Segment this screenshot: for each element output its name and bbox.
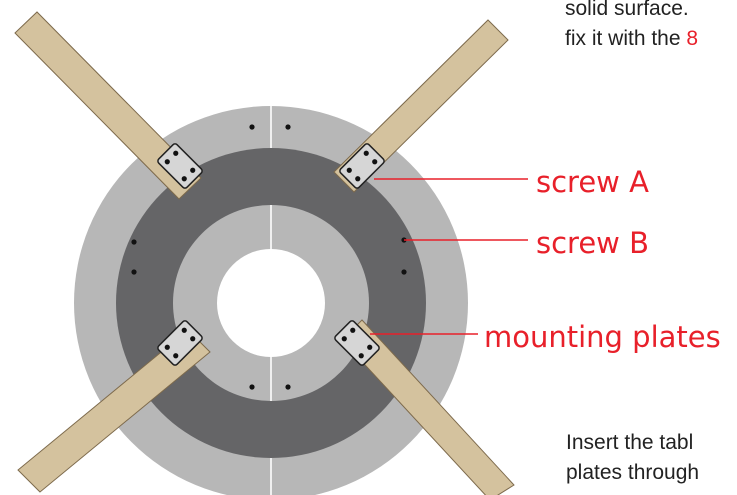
screw — [131, 269, 137, 275]
center-hole — [217, 249, 325, 357]
label-mounting-plates: mounting plates — [484, 320, 721, 354]
mounting-plate-top-right — [339, 143, 385, 189]
screw — [249, 124, 255, 130]
screw — [401, 269, 407, 275]
instruction-text-top-prefix: fix it with the — [565, 27, 681, 50]
instruction-text-top-accent: 8 — [686, 27, 699, 50]
leg-top-left — [14, 11, 202, 200]
instruction-text-bottom-line1: Insert the tabl — [566, 431, 694, 454]
mounting-plate-bottom-left — [157, 320, 203, 366]
instruction-text-top-line2: fix it with the 8 — [565, 24, 698, 53]
mounting-plate-top-left — [157, 143, 203, 189]
screw — [131, 239, 137, 245]
leg-top-right — [333, 19, 509, 193]
label-screw-a: screw A — [536, 165, 649, 199]
instruction-text-top-line1: solid surface. — [565, 0, 689, 20]
screw — [285, 384, 291, 390]
label-screw-b: screw B — [536, 226, 649, 260]
instruction-text-bottom-line2: plates through — [566, 461, 700, 484]
screw — [285, 124, 291, 130]
screw — [249, 384, 255, 390]
mounting-plate-bottom-right — [334, 320, 380, 366]
